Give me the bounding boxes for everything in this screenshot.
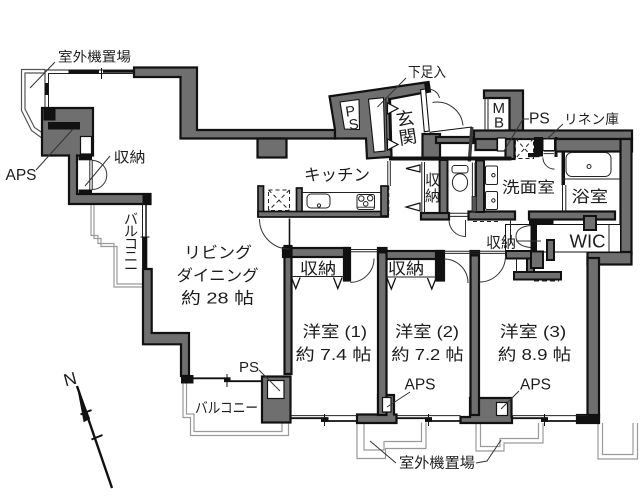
- svg-text:S: S: [348, 117, 360, 134]
- svg-text:キッチン: キッチン: [304, 167, 370, 185]
- svg-text:PS: PS: [529, 111, 550, 128]
- svg-text:収: 収: [425, 172, 440, 189]
- svg-text:室外機置場: 室外機置場: [399, 455, 475, 472]
- svg-text:納: 納: [425, 188, 440, 205]
- svg-text:約 28 帖: 約 28 帖: [181, 290, 254, 308]
- svg-text:P: P: [344, 103, 356, 120]
- svg-text:下足入: 下足入: [408, 64, 446, 80]
- svg-text:ー: ー: [124, 261, 138, 277]
- svg-text:洋室 (1): 洋室 (1): [303, 323, 368, 341]
- svg-text:収納: 収納: [300, 260, 337, 278]
- svg-text:APS: APS: [405, 377, 436, 394]
- svg-text:ル: ル: [124, 224, 138, 240]
- svg-text:玄: 玄: [395, 108, 416, 130]
- svg-text:収納: 収納: [114, 150, 146, 167]
- svg-text:関: 関: [397, 126, 418, 148]
- svg-text:約 7.2 帖: 約 7.2 帖: [391, 346, 464, 364]
- svg-text:コ: コ: [124, 236, 138, 252]
- svg-text:リビング: リビング: [184, 244, 252, 262]
- svg-text:ダイニング: ダイニング: [177, 267, 259, 285]
- svg-text:バルコニー: バルコニー: [195, 401, 258, 417]
- svg-text:収納: 収納: [388, 260, 425, 278]
- svg-text:PS: PS: [239, 359, 259, 376]
- svg-text:WIC: WIC: [570, 231, 606, 252]
- svg-text:APS: APS: [6, 167, 37, 184]
- svg-text:洋室 (2): 洋室 (2): [395, 323, 459, 341]
- svg-text:約 7.4 帖: 約 7.4 帖: [296, 346, 372, 364]
- svg-text:収納: 収納: [486, 235, 516, 252]
- svg-text:リネン庫: リネン庫: [564, 112, 619, 127]
- svg-text:APS: APS: [520, 377, 551, 394]
- svg-text:M: M: [493, 100, 506, 117]
- svg-text:B: B: [494, 115, 504, 132]
- svg-text:バ: バ: [124, 211, 138, 227]
- svg-text:N: N: [61, 368, 78, 391]
- svg-text:約 8.9 帖: 約 8.9 帖: [498, 346, 572, 364]
- svg-text:洗面室: 洗面室: [502, 179, 555, 197]
- svg-text:室外機置場: 室外機置場: [58, 49, 131, 65]
- svg-text:浴室: 浴室: [572, 188, 609, 206]
- svg-text:洋室 (3): 洋室 (3): [500, 323, 567, 341]
- svg-text:ニ: ニ: [124, 249, 138, 265]
